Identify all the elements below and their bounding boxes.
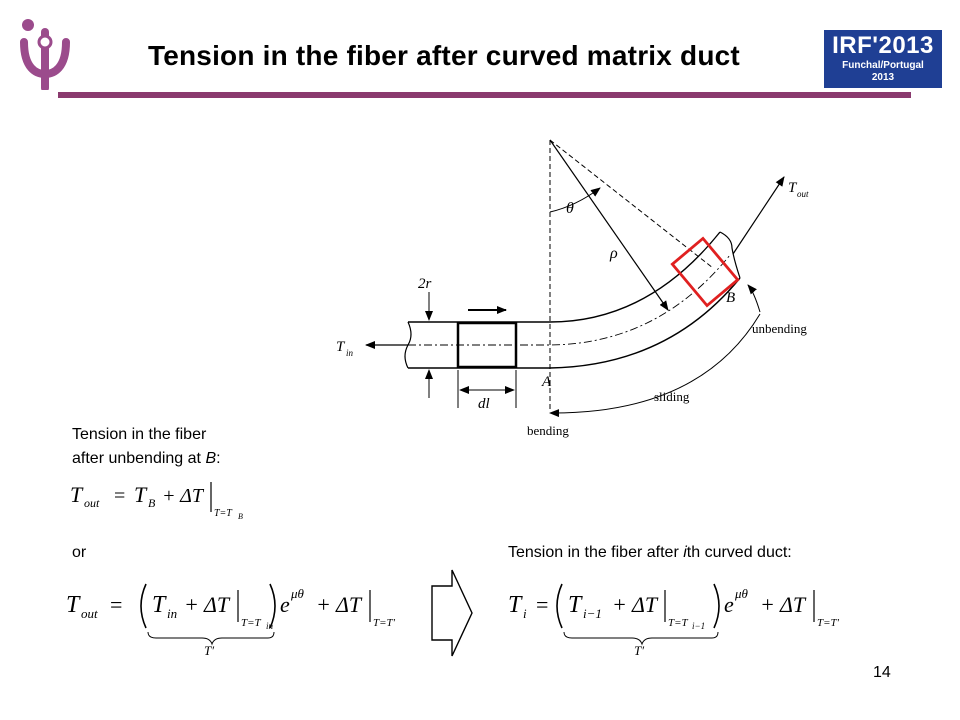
duct-centerline <box>408 254 731 346</box>
svg-text:+ ΔT: + ΔT <box>612 592 659 617</box>
bending-label: bending <box>527 423 569 438</box>
svg-text:e: e <box>280 592 290 617</box>
equation-tout-general: T out = T in + ΔT T=T in e μθ + ΔT T=T′ … <box>66 583 396 656</box>
svg-text:in: in <box>167 606 177 621</box>
svg-text:+ ΔT: + ΔT <box>760 592 807 617</box>
svg-text:i: i <box>523 606 527 621</box>
svg-text:T=T′: T=T′ <box>817 617 840 629</box>
svg-text:T=T: T=T <box>668 617 689 629</box>
svg-text:μθ: μθ <box>290 586 305 601</box>
svg-text:T′: T′ <box>634 643 644 656</box>
rho-arrow <box>549 139 669 311</box>
page-number: 14 <box>873 664 891 681</box>
svg-text:=: = <box>110 592 122 617</box>
element-b-box <box>670 236 740 308</box>
badge-location: Funchal/Portugal <box>842 60 924 71</box>
element-dl-box <box>456 321 518 369</box>
svg-text:+ ΔT: + ΔT <box>162 485 205 507</box>
dl-label: dl <box>478 396 490 412</box>
sliding-label: sliding <box>654 389 690 404</box>
svg-text:i−1: i−1 <box>692 621 705 631</box>
implies-arrow-icon <box>431 569 473 657</box>
svg-text:T: T <box>134 482 148 507</box>
svg-text:T=T: T=T <box>241 617 262 629</box>
svg-text:T′: T′ <box>204 643 214 656</box>
equation-unbending: T out = T B + ΔT T=T B <box>70 482 243 521</box>
unbending-description-line1: Tension in the fiber <box>72 426 207 443</box>
or-label: or <box>72 544 87 561</box>
unbending-arrow <box>747 284 761 313</box>
svg-text:μθ: μθ <box>734 586 749 601</box>
svg-text:T: T <box>66 592 81 618</box>
rho-label: ρ <box>609 245 618 262</box>
duct-diagram: T out T in 2r dl θ ρ B A unbending slidi… <box>336 139 809 438</box>
unbending-description-line2: after unbending at B: <box>72 450 221 467</box>
svg-text:+ ΔT: + ΔT <box>316 592 363 617</box>
equation-ti-general: T i = T i−1 + ΔT T=T i−1 e μθ + ΔT T=T′ … <box>508 583 840 656</box>
svg-text:T=T′: T=T′ <box>373 617 396 629</box>
ith-duct-description: Tension in the fiber after ith curved du… <box>508 544 792 561</box>
svg-text:T: T <box>568 592 583 618</box>
title-divider <box>58 92 911 98</box>
t-out-arrow <box>732 176 785 255</box>
svg-text:=: = <box>114 485 125 507</box>
t-in-subscript: in <box>346 348 354 358</box>
t-out-label: T <box>788 180 798 196</box>
svg-text:+ ΔT: + ΔT <box>184 592 231 617</box>
conference-badge: IRF'2013 Funchal/Portugal 2013 <box>824 30 942 88</box>
svg-text:T: T <box>508 592 523 618</box>
svg-text:B: B <box>238 512 243 521</box>
duct-bottom-edge <box>408 277 741 369</box>
svg-text:out: out <box>84 496 100 510</box>
theta-arc <box>549 187 601 213</box>
sliding-arrow <box>549 313 761 418</box>
theta-label: θ <box>566 200 574 217</box>
badge-name: IRF'2013 <box>832 32 934 59</box>
t-in-label: T <box>336 339 346 355</box>
radius-ray-line <box>549 139 714 269</box>
duct-right-cap <box>719 231 741 279</box>
point-b-label: B <box>726 290 735 306</box>
svg-text:e: e <box>724 592 734 617</box>
logo-icon <box>20 19 70 90</box>
duct-top-edge <box>408 231 721 323</box>
svg-text:T: T <box>70 482 84 507</box>
svg-text:=: = <box>536 592 548 617</box>
unbending-label: unbending <box>752 321 807 336</box>
point-a-label: A <box>541 374 552 390</box>
unbending-description: Tension in the fiber after unbending at … <box>72 423 221 471</box>
slide-title: Tension in the fiber after curved matrix… <box>148 40 740 71</box>
t-out-subscript: out <box>797 189 809 199</box>
two-r-label: 2r <box>418 276 432 292</box>
svg-text:in: in <box>266 621 274 631</box>
badge-year: 2013 <box>871 72 895 83</box>
svg-text:T: T <box>152 592 167 618</box>
svg-text:B: B <box>148 496 156 510</box>
svg-text:out: out <box>81 606 98 621</box>
svg-text:T=T: T=T <box>214 508 233 519</box>
svg-text:i−1: i−1 <box>583 606 602 621</box>
